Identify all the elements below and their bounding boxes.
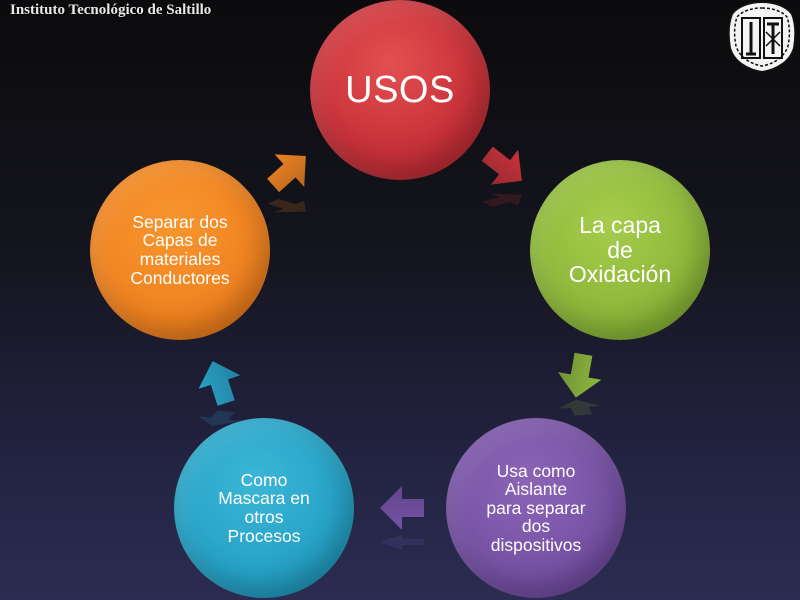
arrow-aislante-to-mascara bbox=[380, 486, 424, 550]
arrow-separar-to-usos bbox=[267, 154, 306, 213]
node-aislante-label: Usa como Aislante para separar dos dispo… bbox=[486, 460, 586, 555]
node-mascara: Como Mascara en otros Procesos bbox=[174, 418, 354, 598]
node-separar-label: Separar dos Capas de materiales Conducto… bbox=[130, 211, 230, 288]
arrow-capa-to-aislante bbox=[557, 352, 602, 416]
institute-seal-icon bbox=[727, 0, 797, 74]
arrow-usos-to-capa bbox=[481, 146, 522, 207]
arrow-mascara-to-separar bbox=[198, 361, 241, 426]
institute-title: Instituto Tecnológico de Saltillo bbox=[10, 2, 212, 18]
node-mascara-label: Como Mascara en otros Procesos bbox=[218, 469, 310, 546]
node-usos-label: USOS bbox=[345, 68, 455, 111]
node-capa-label: La capa de Oxidación bbox=[568, 212, 672, 288]
node-separar: Separar dos Capas de materiales Conducto… bbox=[90, 160, 270, 340]
node-aislante: Usa como Aislante para separar dos dispo… bbox=[446, 418, 626, 598]
node-capa-oxidacion: La capa de Oxidación bbox=[530, 160, 710, 340]
node-usos: USOS bbox=[310, 0, 490, 180]
